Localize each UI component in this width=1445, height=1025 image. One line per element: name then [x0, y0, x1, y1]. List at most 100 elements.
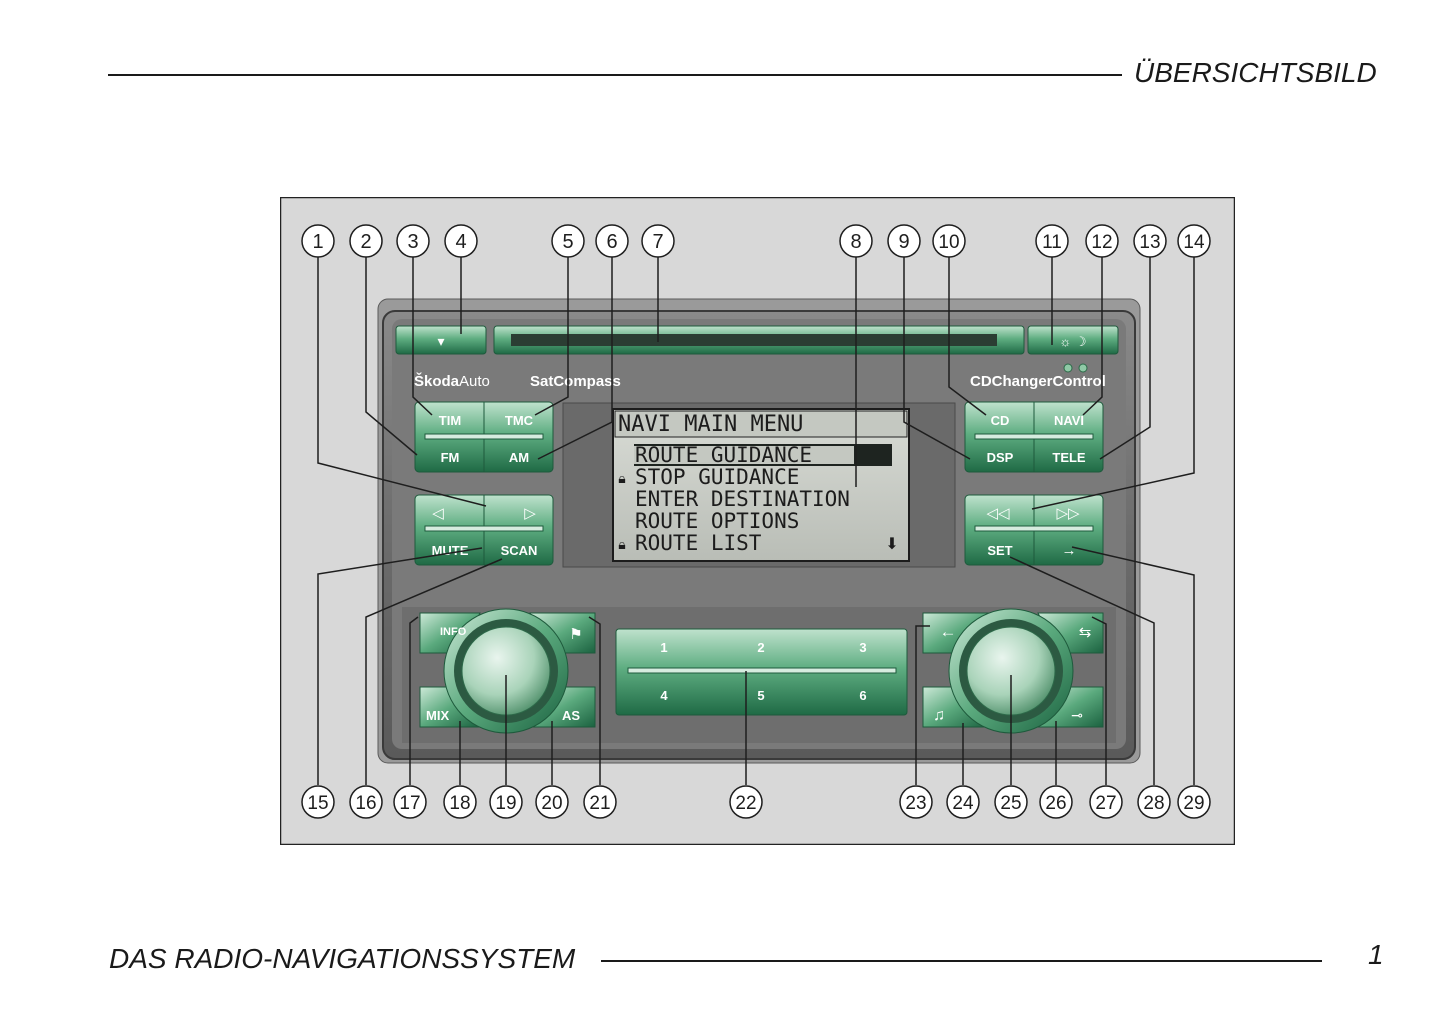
svg-text:AM: AM [509, 450, 529, 465]
callout-circle [551, 224, 585, 258]
callout-circle [1089, 785, 1123, 819]
callout-circle [932, 224, 966, 258]
header-rule [108, 74, 1122, 76]
callout-circle [994, 785, 1028, 819]
flag-icon: ⚑ [569, 626, 582, 643]
callout-number: 14 [1183, 232, 1205, 253]
callout-number: 27 [1095, 793, 1116, 814]
lcd-menu-item[interactable]: ROUTE LIST [635, 531, 762, 555]
callout-number: 20 [541, 793, 562, 814]
callout-number: 11 [1042, 232, 1062, 253]
tune-button-group: ◁ ▷ MUTE SCAN [414, 494, 554, 566]
svg-text:NAVI: NAVI [1054, 413, 1084, 428]
preset-button-1[interactable]: 1 [660, 640, 667, 655]
svg-text:TIM: TIM [439, 413, 461, 428]
tune-down-button[interactable]: ◁ [432, 505, 444, 522]
callout-number: 28 [1143, 793, 1164, 814]
tune-right-icon: ▷ [524, 505, 536, 522]
callout-number: 18 [449, 793, 470, 814]
footer-rule [601, 960, 1322, 962]
svg-text:CD: CD [991, 413, 1010, 428]
callout-circle [349, 224, 383, 258]
callout-number: 12 [1091, 232, 1112, 253]
callout-circle [839, 224, 873, 258]
callout-circle [443, 785, 477, 819]
svg-text:SET: SET [987, 543, 1012, 558]
seek-back-button[interactable]: ◁◁ [986, 505, 1010, 522]
cd-button[interactable]: CD [991, 413, 1010, 428]
sun-moon-icon: ☼ ☽ [1059, 334, 1086, 349]
back-arrow-icon: ← [940, 622, 957, 641]
footer-title: DAS RADIO-NAVIGATIONSSYSTEM [109, 943, 576, 974]
svg-text:TMC: TMC [505, 413, 534, 428]
callout-number: 15 [307, 793, 328, 814]
fm-button[interactable]: FM [441, 450, 460, 465]
preset-button-5[interactable]: 5 [757, 688, 764, 703]
lcd-menu-item[interactable]: STOP GUIDANCE [635, 465, 799, 489]
callout-number: 6 [606, 231, 617, 253]
callout-number: 3 [407, 231, 418, 253]
callout-circle [1035, 224, 1069, 258]
am-button[interactable]: AM [509, 450, 529, 465]
callout-circle [641, 224, 675, 258]
tim-button[interactable]: TIM [439, 413, 461, 428]
callout-number: 29 [1183, 793, 1204, 814]
seek-button-group: ◁◁ ▷▷ SET → [964, 494, 1104, 566]
callout-number: 10 [938, 232, 959, 253]
tune-up-button[interactable]: ▷ [524, 505, 536, 522]
callout-circle [887, 224, 921, 258]
day-night-button[interactable]: ☼ ☽ [1027, 325, 1119, 355]
tune-left-icon: ◁ [432, 505, 444, 522]
eject-icon: ▾ [437, 333, 444, 349]
led-indicator [1063, 363, 1073, 373]
callout-number: 16 [355, 793, 376, 814]
callout-circle [1177, 785, 1211, 819]
preset-button-group: 1 2 3 4 5 6 [615, 628, 908, 716]
enter-button[interactable]: → [1062, 542, 1077, 559]
lcd-menu-item[interactable]: ENTER DESTINATION [635, 487, 850, 511]
right-knob-cluster: ← ⇆ ♫ ⊸ [922, 608, 1104, 734]
tele-button[interactable]: TELE [1052, 450, 1086, 465]
callout-circle [396, 224, 430, 258]
preset-button-3[interactable]: 3 [859, 640, 866, 655]
lock-icon: 🔒︎ [618, 470, 625, 486]
callout-circle [1085, 224, 1119, 258]
callout-number: 25 [1000, 793, 1021, 814]
callout-circle [1039, 785, 1073, 819]
left-knob-cluster: INFO MIX AS ⚑ [419, 608, 596, 734]
preset-button-4[interactable]: 4 [660, 688, 668, 703]
svg-text:INFO: INFO [440, 626, 467, 638]
tmc-button[interactable]: TMC [505, 413, 534, 428]
callout-number: 21 [589, 793, 610, 814]
page-title: ÜBERSICHTSBILD [1134, 57, 1377, 88]
lcd-menu-item[interactable]: ROUTE GUIDANCE [635, 443, 812, 467]
scroll-down-icon: ⬇ [885, 536, 898, 553]
svg-text:FM: FM [441, 450, 460, 465]
navi-button[interactable]: NAVI [1054, 413, 1084, 428]
callout-number: 8 [850, 231, 861, 253]
callout-number: 7 [652, 231, 663, 253]
lock-icon: 🔒︎ [618, 536, 625, 552]
lcd-menu-item[interactable]: ROUTE OPTIONS [635, 509, 799, 533]
source-button-group-right: CD NAVI DSP TELE [964, 401, 1104, 473]
svg-text:AS: AS [562, 708, 580, 723]
callout-circle [595, 224, 629, 258]
callout-circle [1133, 224, 1167, 258]
brand-logo: ŠkodaAuto [414, 372, 490, 390]
callout-circle [899, 785, 933, 819]
svg-text:MIX: MIX [426, 708, 449, 723]
callout-number: 13 [1139, 232, 1160, 253]
scan-button[interactable]: SCAN [501, 543, 538, 558]
callout-number: 5 [562, 231, 573, 253]
preset-button-2[interactable]: 2 [757, 640, 764, 655]
callout-number: 19 [495, 793, 516, 814]
callout-number: 24 [952, 793, 974, 814]
callout-circle [729, 785, 763, 819]
eject-button[interactable]: ▾ [395, 325, 487, 355]
set-button[interactable]: SET [987, 543, 1012, 558]
dsp-button[interactable]: DSP [987, 450, 1014, 465]
seek-forward-button[interactable]: ▷▷ [1056, 505, 1080, 522]
preset-button-6[interactable]: 6 [859, 688, 866, 703]
fast-forward-icon: ▷▷ [1056, 505, 1080, 522]
model-logo: SatCompass [530, 373, 621, 390]
